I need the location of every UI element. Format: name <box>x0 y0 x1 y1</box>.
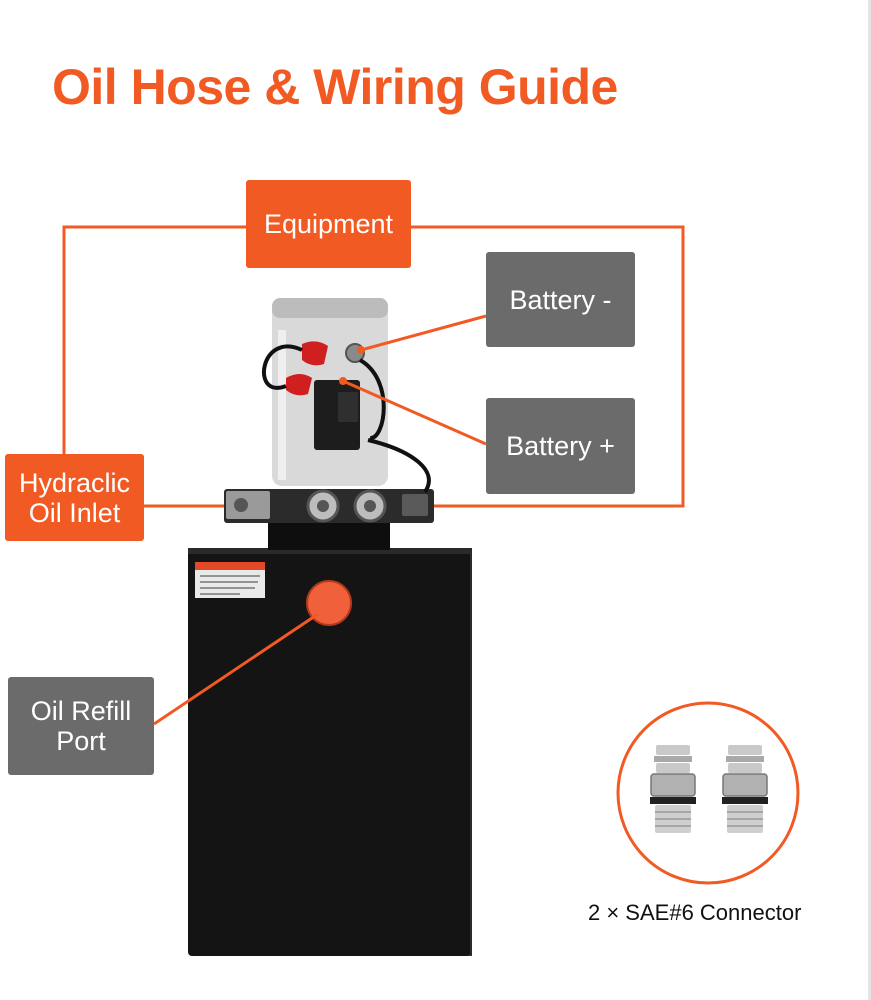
battery-positive-label: Battery + <box>506 431 615 461</box>
oil-refill-port-label-line2: Port <box>56 726 106 756</box>
warning-label-icon <box>195 562 265 598</box>
equipment-leader-lines <box>62 225 685 508</box>
battery-leader-lines <box>342 314 487 446</box>
oil-refill-port-label-line1: Oil Refill <box>30 696 132 726</box>
battery-positive-callout: Battery + <box>486 398 635 494</box>
oil-tank-icon <box>188 548 472 956</box>
page-edge-divider <box>868 0 871 1000</box>
hydraulic-oil-inlet-label-line2: Oil Inlet <box>28 497 121 528</box>
connector-caption: 2 × SAE#6 Connector <box>588 900 802 925</box>
oil-refill-leader-line <box>153 612 319 726</box>
equipment-label: Equipment <box>263 209 394 239</box>
oil-refill-port-callout: Oil Refill Port <box>8 677 154 775</box>
dc-motor-icon <box>262 298 431 494</box>
hydraulic-fitting-icon <box>650 745 696 833</box>
battery-negative-callout: Battery - <box>486 252 635 347</box>
connector-highlight-ring <box>616 701 800 885</box>
battery-negative-label: Battery - <box>509 284 612 315</box>
equipment-callout: Equipment <box>246 180 411 268</box>
hydraulic-oil-inlet-callout: Hydraclic Oil Inlet <box>5 454 144 541</box>
hydraulic-fitting-icon <box>722 745 768 833</box>
valve-manifold-icon <box>224 489 434 523</box>
hydraulic-oil-inlet-label-line1: Hydraclic <box>18 467 131 498</box>
page-title: Oil Hose & Wiring Guide <box>52 59 618 115</box>
